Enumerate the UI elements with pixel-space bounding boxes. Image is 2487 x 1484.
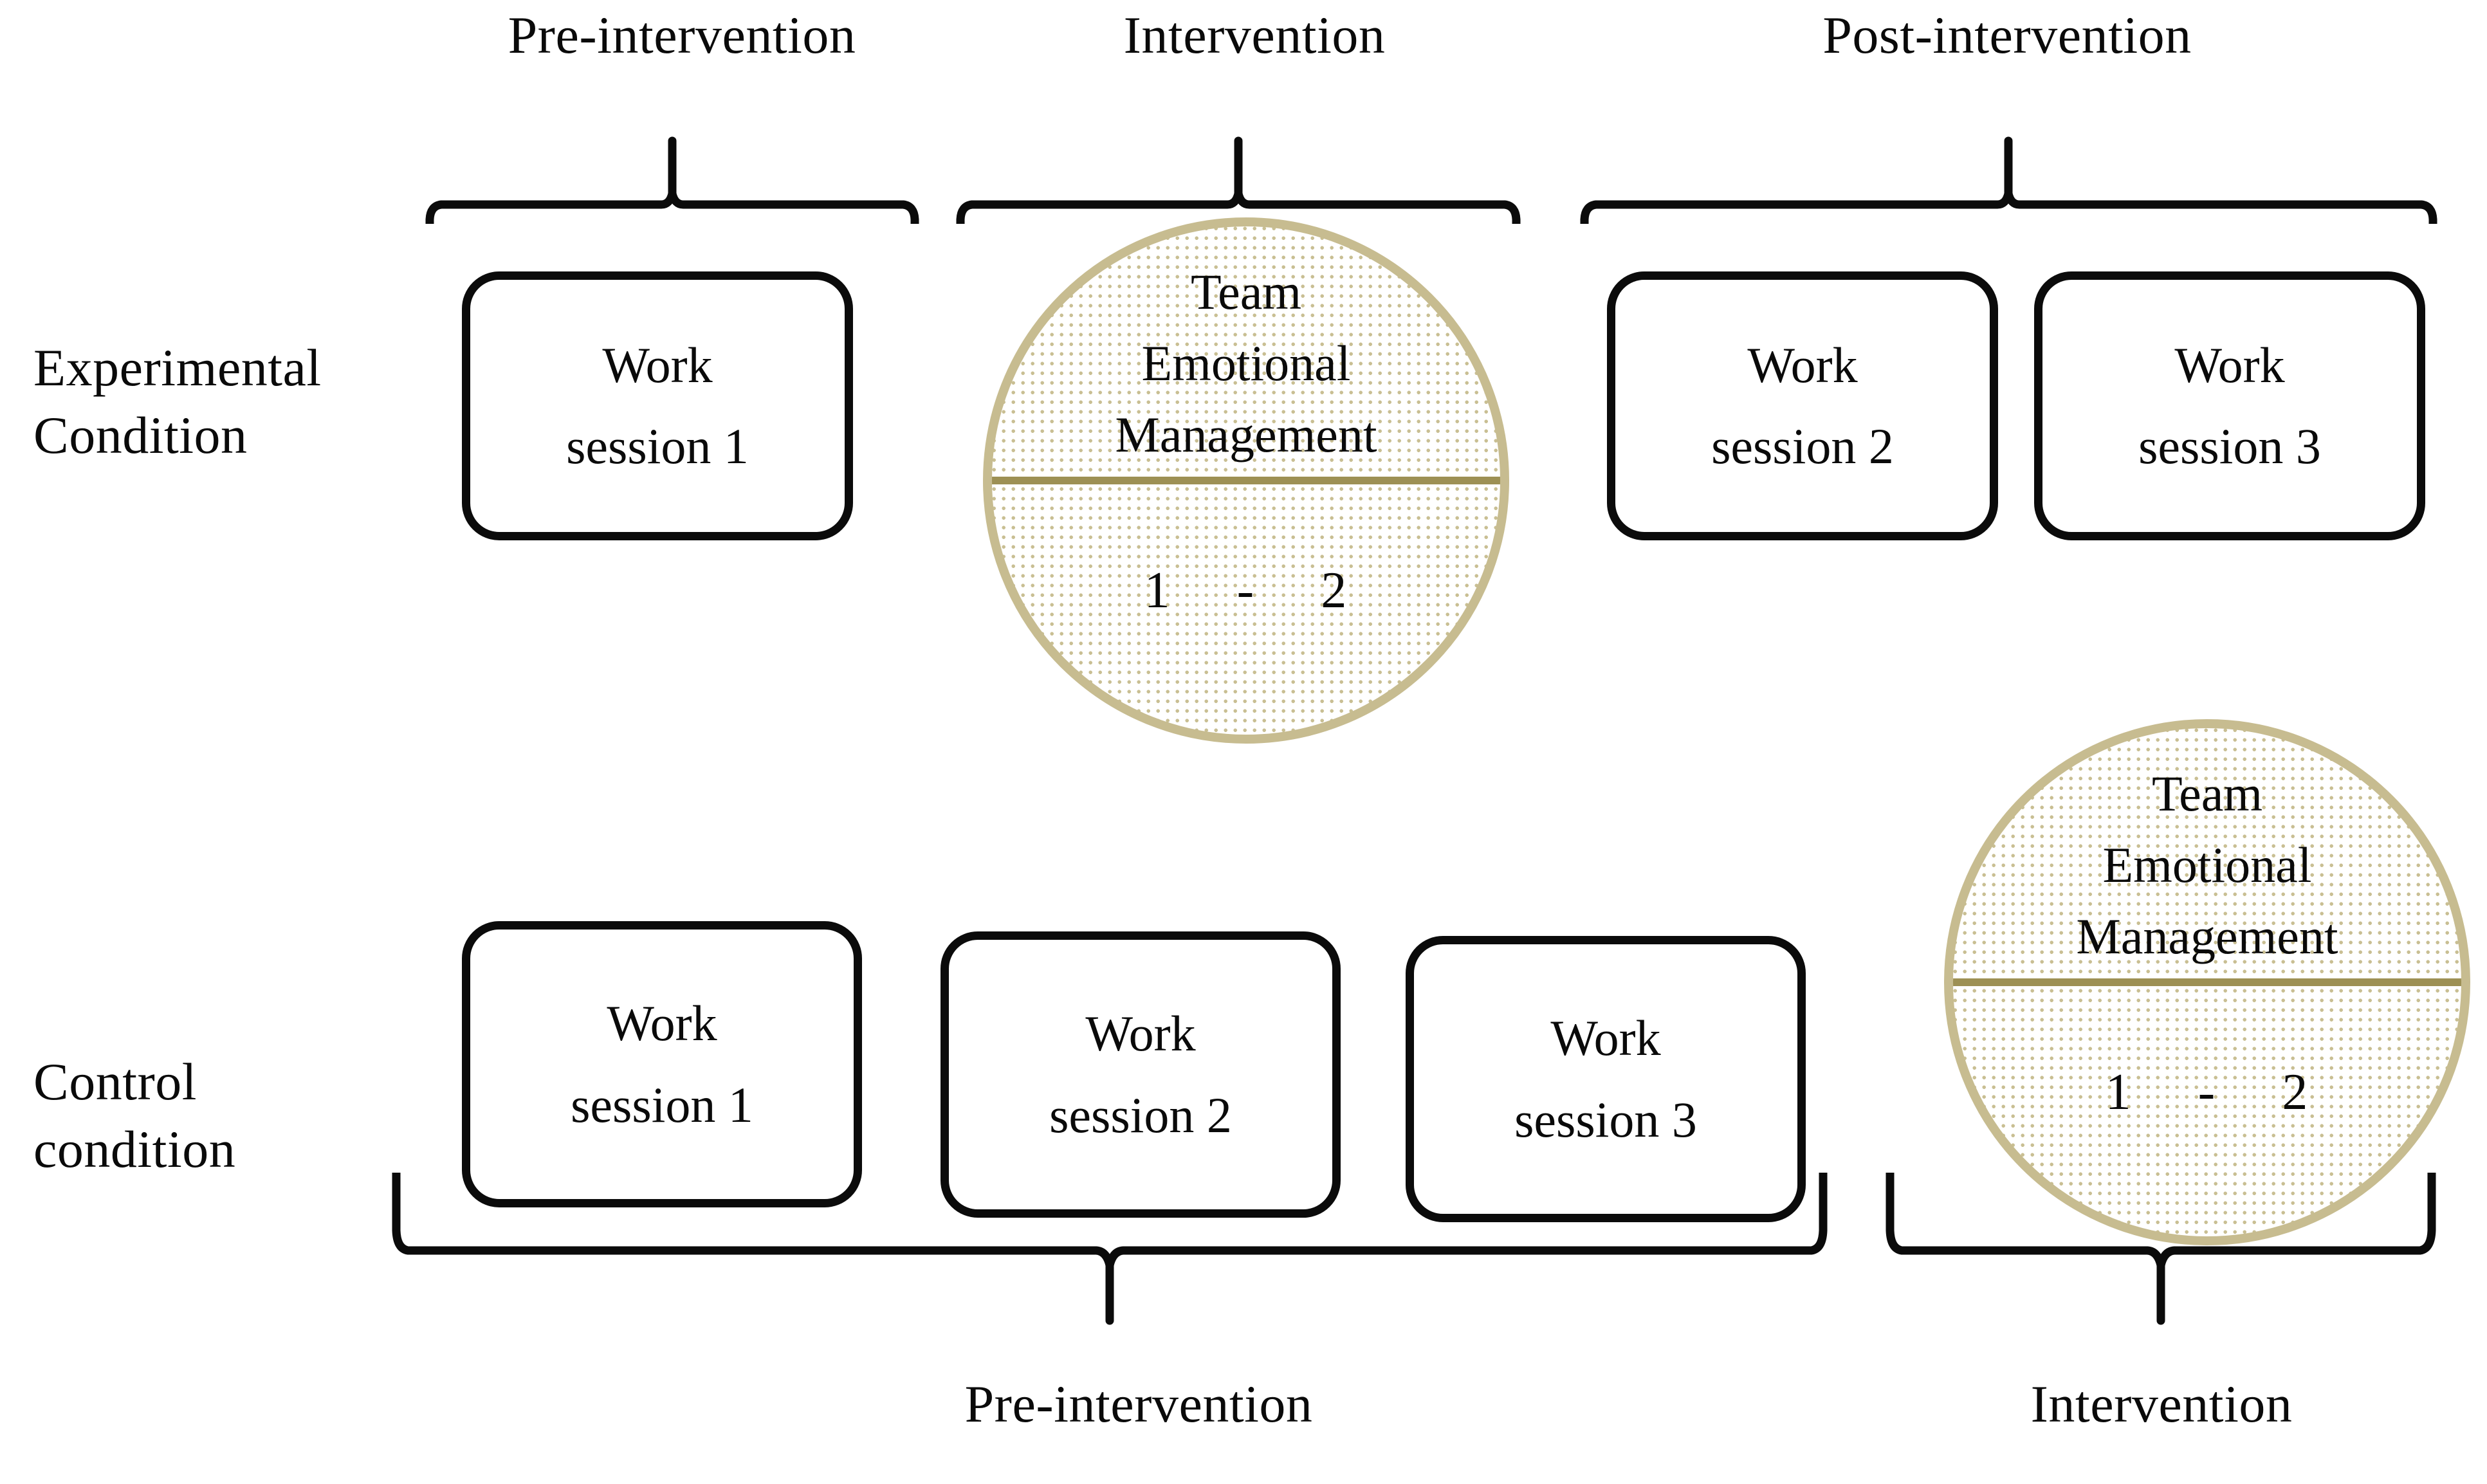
condition-label-control: Control condition [33, 1049, 432, 1184]
condition-label-experimental-line2: Condition [33, 405, 248, 464]
control-team-emotional-management-circle[interactable]: Team Emotional Management 1 - 2 [1944, 719, 2470, 1245]
control-tem-seq-dash: - [2198, 1064, 2217, 1121]
control-work-session-3-line2: session 3 [1514, 1091, 1697, 1148]
experimental-work-session-3-line1: Work [2174, 336, 2285, 393]
control-tem-line3: Management [2076, 908, 2338, 964]
control-tem-divider [1953, 978, 2461, 986]
experimental-team-emotional-management-circle[interactable]: Team Emotional Management 1 - 2 [983, 217, 1509, 744]
phase-label-post-intervention-top: Post-intervention [1822, 6, 2192, 64]
control-work-session-2-line1: Work [1085, 1005, 1196, 1062]
condition-label-control-line2: condition [33, 1119, 236, 1178]
experimental-work-session-1-line1: Work [602, 336, 713, 393]
condition-label-experimental: Experimental Condition [33, 334, 432, 470]
control-tem-title: Team Emotional Management [1953, 758, 2461, 972]
control-work-session-3-box[interactable]: Work session 3 [1406, 936, 1806, 1222]
phase-label-pre-intervention-bottom: Pre-intervention [964, 1375, 1313, 1433]
phase-label-pre-intervention-top: Pre-intervention [508, 6, 856, 64]
experimental-tem-sequence: 1 - 2 [992, 562, 1500, 620]
brace-pre-intervention-bottom [391, 1168, 1839, 1325]
brace-post-intervention-top [1579, 136, 2438, 225]
experimental-tem-line1: Team [1190, 264, 1302, 320]
experimental-work-session-3-box[interactable]: Work session 3 [2034, 271, 2425, 540]
control-work-session-3-line1: Work [1550, 1010, 1661, 1067]
experimental-work-session-2-line2: session 2 [1711, 418, 1894, 474]
control-work-session-1-line1: Work [607, 995, 717, 1052]
experimental-tem-title: Team Emotional Management [992, 257, 1500, 470]
experimental-tem-seq-left: 1 [1144, 562, 1171, 619]
experimental-work-session-1-line2: session 1 [566, 418, 749, 474]
experimental-tem-seq-dash: - [1236, 562, 1256, 619]
control-tem-line1: Team [2151, 765, 2263, 822]
control-tem-line2: Emotional [2102, 837, 2312, 893]
brace-pre-intervention-top [425, 136, 920, 225]
brace-intervention-top [955, 136, 1521, 225]
control-work-session-2-box[interactable]: Work session 2 [941, 931, 1341, 1218]
experimental-work-session-2-line1: Work [1747, 336, 1858, 393]
experimental-work-session-3-line2: session 3 [2138, 418, 2321, 474]
experimental-tem-divider [992, 477, 1500, 484]
experimental-work-session-2-box[interactable]: Work session 2 [1607, 271, 1998, 540]
experimental-tem-seq-right: 2 [1321, 562, 1348, 619]
experimental-tem-line3: Management [1115, 406, 1377, 463]
control-work-session-2-line2: session 2 [1049, 1086, 1232, 1143]
condition-label-experimental-line1: Experimental [33, 338, 322, 397]
phase-label-intervention-top: Intervention [1123, 6, 1386, 64]
phase-label-intervention-bottom: Intervention [2030, 1375, 2293, 1433]
control-tem-seq-left: 1 [2105, 1064, 2133, 1121]
experimental-tem-line2: Emotional [1141, 335, 1351, 392]
brace-intervention-bottom [1885, 1168, 2445, 1325]
control-work-session-1-box[interactable]: Work session 1 [462, 921, 862, 1207]
condition-label-control-line1: Control [33, 1052, 197, 1111]
experimental-work-session-1-box[interactable]: Work session 1 [462, 271, 853, 540]
control-work-session-1-line2: session 1 [571, 1076, 753, 1133]
control-tem-seq-right: 2 [2282, 1064, 2309, 1121]
control-tem-sequence: 1 - 2 [1953, 1063, 2461, 1122]
